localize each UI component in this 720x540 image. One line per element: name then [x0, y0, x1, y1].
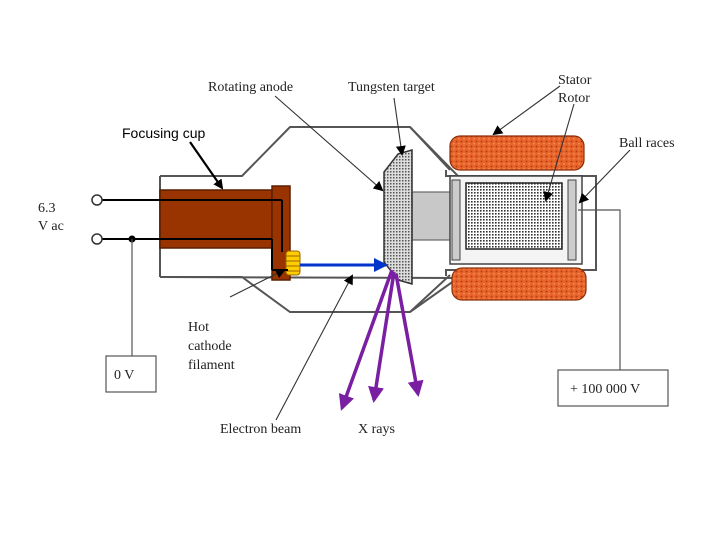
supply-terminal-top-icon [91, 194, 103, 206]
label-stator: Stator [558, 73, 592, 88]
envelope-upper-right [409, 126, 451, 171]
x-ray-arrow-down-icon [368, 271, 396, 403]
label-focusing-cup: Focusing cup [122, 125, 205, 141]
label-electron-beam: Electron beam [220, 422, 301, 437]
envelope-lower-right [409, 274, 451, 313]
x-ray-arrow-down-icon [338, 269, 394, 411]
high-voltage-box [557, 369, 669, 407]
supply-terminal-bottom-icon [91, 233, 103, 245]
label-high-voltage: + 100 000 V [570, 382, 640, 397]
label-supply-line1: 6.3 [38, 201, 56, 216]
leader-lines [189, 85, 631, 421]
ball-race-right [567, 179, 577, 261]
leader-ball-races [578, 149, 631, 204]
label-hot: Hot [188, 320, 209, 335]
stator-upper [449, 135, 585, 171]
label-cathode: cathode [188, 339, 232, 354]
leader-focusing-cup [189, 141, 224, 190]
label-x-rays: X rays [358, 422, 395, 437]
hv-lead [578, 209, 621, 370]
leader-tungsten-target [393, 97, 406, 156]
label-rotor: Rotor [558, 91, 590, 106]
coil-filament-icon [285, 250, 301, 276]
leader-electron-beam [275, 274, 353, 421]
label-filament: filament [188, 358, 235, 373]
x-rays-group [338, 269, 424, 411]
stator-lower [451, 267, 587, 301]
label-zero-volts: 0 V [114, 368, 134, 383]
tungsten-target [383, 149, 413, 285]
x-ray-arrow-down-icon [394, 273, 424, 397]
label-ball-races: Ball races [619, 136, 675, 151]
rotor-housing [445, 170, 597, 276]
label-tungsten-target: Tungsten target [348, 80, 435, 95]
rotor-core [465, 182, 563, 250]
label-rotating-anode: Rotating anode [208, 80, 293, 95]
leader-hot-cathode [229, 269, 286, 298]
anode-shaft [411, 191, 453, 241]
leader-rotor [543, 103, 575, 202]
leader-stator [492, 85, 561, 136]
leader-rotating-anode [274, 95, 384, 192]
ball-race-left [451, 179, 461, 261]
label-supply-line2: V ac [38, 219, 64, 234]
zero-volts-box [105, 355, 157, 393]
